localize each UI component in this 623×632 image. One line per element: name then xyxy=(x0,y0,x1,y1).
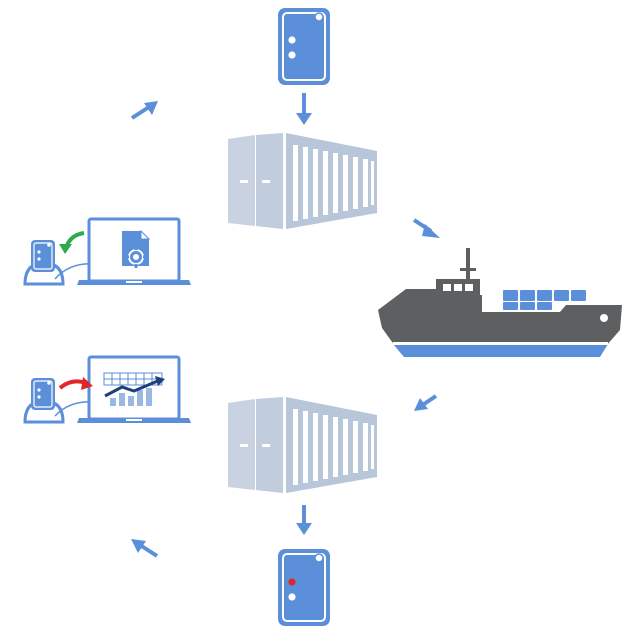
flow-arrow-tracker-to-analytics xyxy=(131,539,159,558)
laptop-analytics-icon xyxy=(23,355,191,424)
flow-arrow-container-to-tracker xyxy=(296,505,312,535)
flow-arrow-tracker-to-container xyxy=(296,93,312,125)
user-with-tracker-icon xyxy=(23,378,65,424)
shipping-container-icon xyxy=(228,133,377,229)
container-ship-icon xyxy=(378,248,622,357)
shipping-container-icon xyxy=(228,397,377,493)
tracker-bottom-led xyxy=(288,578,296,586)
tracker-top-led xyxy=(288,36,296,44)
gps-tracker-icon xyxy=(278,8,330,85)
user-with-tracker-icon xyxy=(23,240,65,286)
gps-tracker-icon xyxy=(278,549,330,626)
flow-arrow-container-to-ship xyxy=(412,218,440,238)
laptop-configuration-icon xyxy=(23,217,191,286)
flow-arrow-config-to-tracker xyxy=(130,101,158,120)
flow-arrow-ship-to-container xyxy=(414,394,438,411)
